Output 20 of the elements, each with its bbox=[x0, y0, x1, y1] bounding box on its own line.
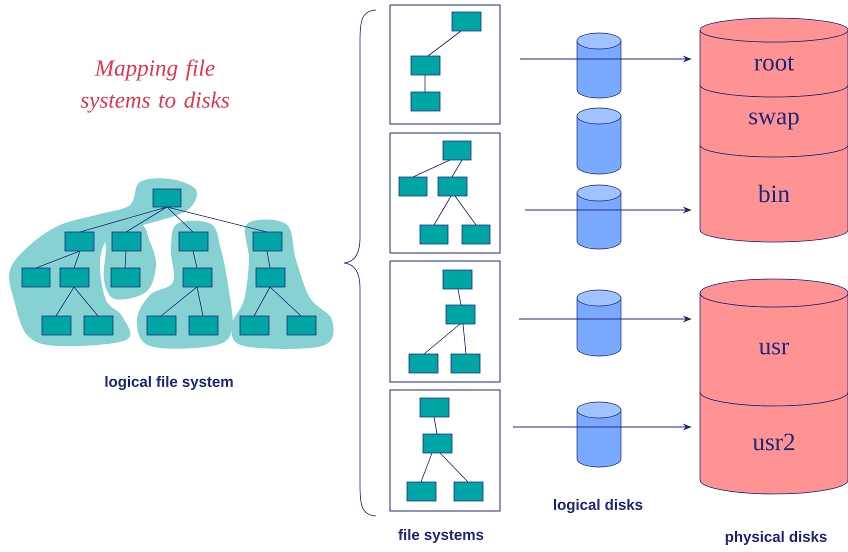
caption: file systems bbox=[398, 529, 484, 543]
title: Mapping file systems to disks bbox=[80, 59, 230, 113]
node-label: usr bbox=[759, 342, 790, 355]
logical-disk-cylinder bbox=[576, 108, 622, 174]
logical-disk-cylinder bbox=[576, 402, 622, 468]
logical-disk-cylinder bbox=[576, 184, 622, 250]
disk-partition: bin bbox=[700, 144, 848, 242]
node-label: root bbox=[754, 56, 794, 71]
disk-partition: root bbox=[700, 18, 848, 98]
caption: logical disks bbox=[554, 498, 642, 514]
logical-disk-cylinder bbox=[576, 32, 622, 98]
caption: physical disks bbox=[726, 531, 827, 545]
node-label: bin bbox=[758, 184, 790, 202]
disk-partition: usr2 bbox=[700, 392, 848, 494]
disk-partition: usr bbox=[700, 278, 848, 406]
disk-partition: swap bbox=[700, 84, 848, 158]
logical-disk-cylinder bbox=[576, 290, 622, 356]
caption: logical file system bbox=[105, 376, 233, 390]
node-label: swap bbox=[749, 112, 799, 130]
node-label: usr2 bbox=[752, 434, 794, 450]
